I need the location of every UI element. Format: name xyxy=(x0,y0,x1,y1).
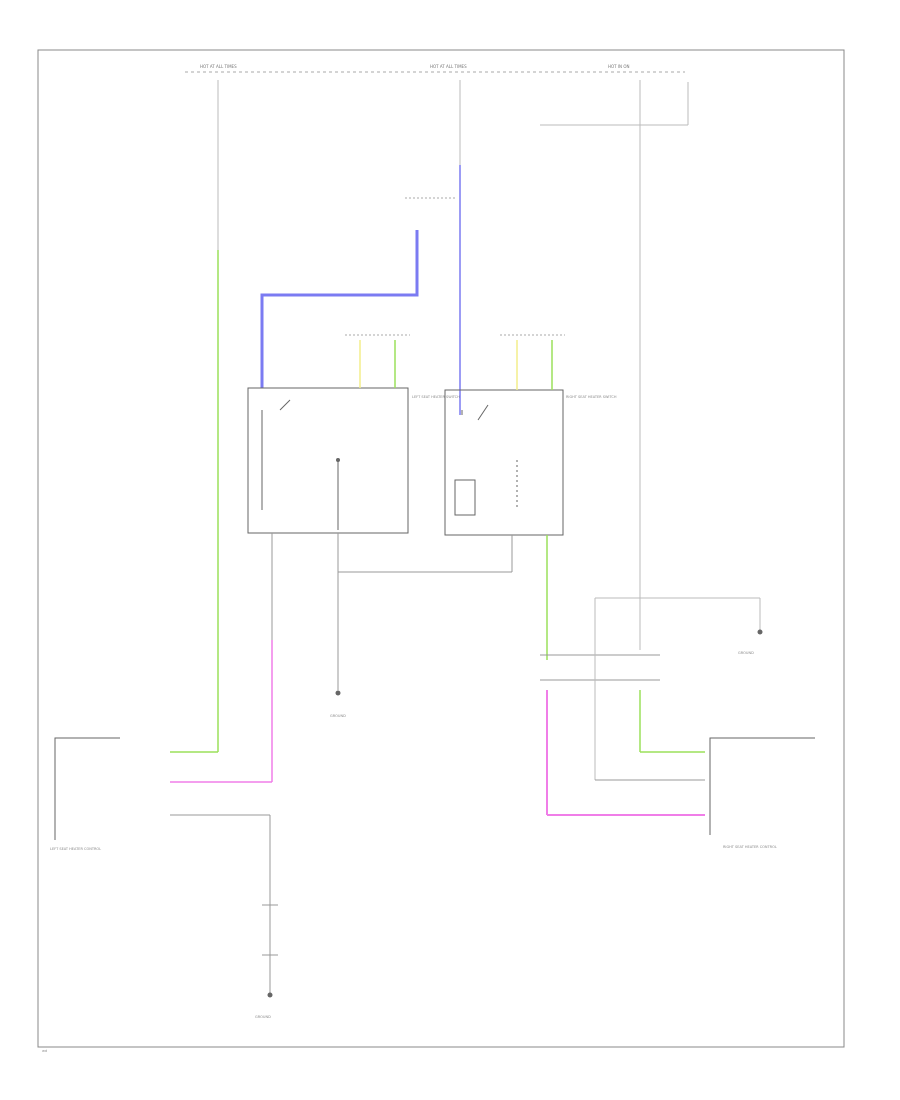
ground-left-dot xyxy=(267,992,273,998)
right-control-label: RIGHT SEAT HEATER CONTROL xyxy=(723,845,777,849)
diagram-frame xyxy=(37,49,845,1048)
right-sw-lever xyxy=(477,404,489,421)
right-sw-relay xyxy=(454,479,476,516)
wire-blue-branch xyxy=(260,230,419,388)
left-sw-lever xyxy=(279,399,291,411)
left-control-label: LEFT SEAT HEATER CONTROL xyxy=(50,847,101,851)
ground-right-dot xyxy=(757,629,763,635)
left-heater-switch xyxy=(247,387,409,534)
ground-right-label: GROUND xyxy=(738,651,754,655)
left-switch-label: LEFT SEAT HEATER SWITCH xyxy=(412,395,460,399)
page-code: wd xyxy=(42,1049,47,1053)
fuse-label-left: HOT AT ALL TIMES xyxy=(200,64,237,69)
left-control-bracket xyxy=(54,737,120,840)
right-control-bracket xyxy=(709,737,815,835)
ground-mid-dot xyxy=(335,690,341,696)
fuse-label-right: HOT IN ON xyxy=(608,64,629,69)
right-switch-label: RIGHT SEAT HEATER SWITCH xyxy=(566,395,617,399)
fuse-label-mid: HOT AT ALL TIMES xyxy=(430,64,467,69)
right-heater-switch xyxy=(444,389,564,536)
ground-mid-label: GROUND xyxy=(330,714,346,718)
ground-left-label: GROUND xyxy=(255,1015,271,1019)
left-sw-node xyxy=(336,458,340,462)
